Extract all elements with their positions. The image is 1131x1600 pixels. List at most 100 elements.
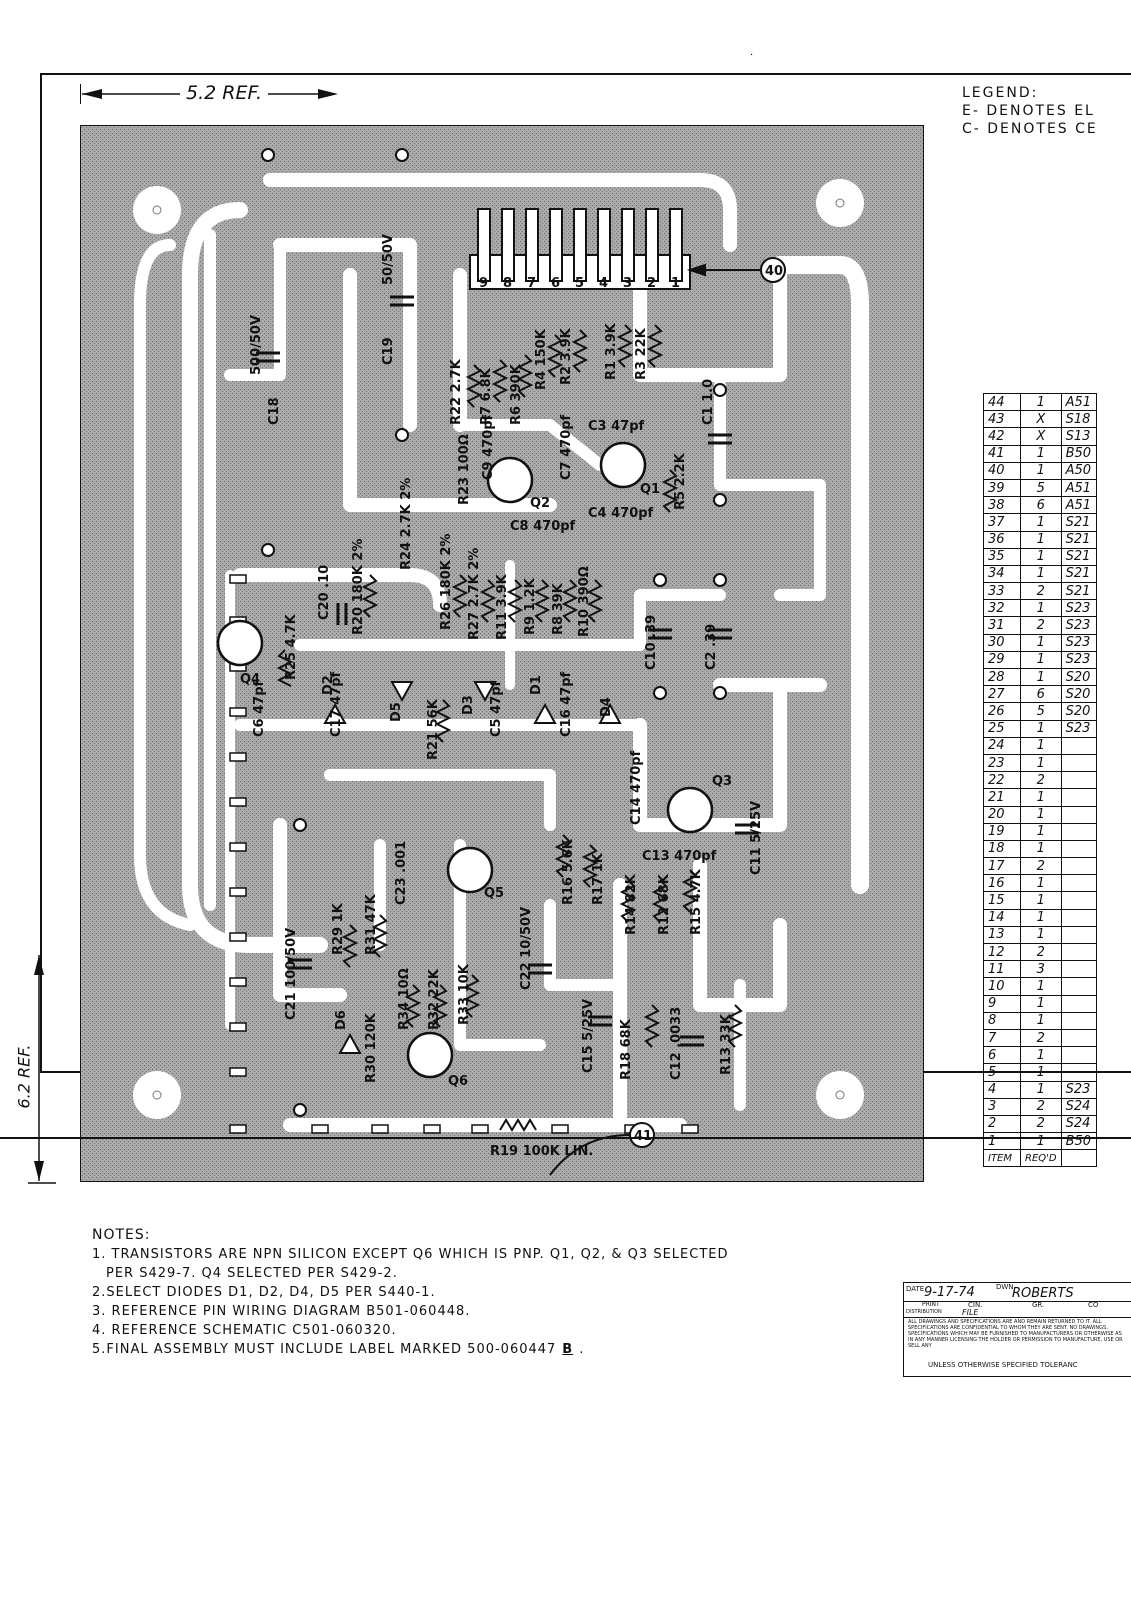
- bom-item-number: 20: [983, 805, 1021, 824]
- bom-item-number: 13: [983, 925, 1021, 945]
- diode-d5: [390, 681, 414, 703]
- bom-part-number: S23: [1060, 1080, 1097, 1099]
- bom-part-number: [1060, 1011, 1097, 1030]
- bom-part-number: S24: [1060, 1097, 1097, 1116]
- bom-part-number: S21: [1060, 530, 1097, 549]
- connector-pin-8: 8: [503, 276, 512, 291]
- bom-quantity: 1: [1020, 461, 1062, 480]
- bom-part-number: [1060, 822, 1097, 841]
- label-c13: C13 470pf: [642, 849, 717, 864]
- label-r19: R19 100K LIN.: [490, 1144, 593, 1159]
- diode-d3: [473, 681, 497, 703]
- drawn-label: DWN.: [996, 1283, 1016, 1291]
- bom-part-number: A51: [1060, 496, 1097, 515]
- drawn-by: ROBERTS: [1012, 1286, 1074, 1301]
- bom-part-number: S21: [1060, 547, 1097, 566]
- bom-part-number: [1060, 1028, 1097, 1048]
- label-r26: R26 180K 2%: [439, 534, 454, 630]
- diode-d4: [598, 702, 622, 724]
- note-4: 4. REFERENCE SCHEMATIC C501-060320.: [92, 1323, 397, 1338]
- transistor-q6: [406, 1031, 454, 1079]
- label-r10: R10 390Ω: [577, 566, 592, 637]
- bom-item-number: 11: [983, 960, 1021, 979]
- bom-quantity: 1: [1020, 788, 1062, 807]
- bom-quantity: 1: [1020, 1011, 1062, 1030]
- lead-holes: [261, 148, 727, 1117]
- page-bottom-rule: [0, 1137, 1131, 1139]
- bom-quantity: 1: [1020, 444, 1062, 463]
- label-r23: R23 100Ω: [457, 434, 472, 505]
- connector-pin-1: 1: [671, 276, 680, 291]
- bom-quantity: 5: [1020, 702, 1062, 721]
- bom-item-number: 7: [983, 1028, 1021, 1048]
- diode-d1: [533, 702, 557, 724]
- label-r14: R14 82K: [624, 873, 639, 935]
- callout-40: 40: [765, 264, 783, 279]
- bom-part-number: [1060, 891, 1097, 910]
- label-r9: R9 1.2K: [523, 577, 538, 635]
- bom-quantity: 6: [1020, 496, 1062, 515]
- bom-quantity: 1: [1020, 650, 1062, 670]
- date-value: 9-17-74: [924, 1285, 975, 1300]
- bom-quantity: 1: [1020, 805, 1062, 824]
- title-block: DATE 9-17-74 DWN. ROBERTS PRINT DISTRIBU…: [903, 1282, 1131, 1377]
- resistor-symbols: [276, 324, 744, 1132]
- mounting-hole: [816, 179, 864, 227]
- bom-quantity: 1: [1020, 977, 1062, 996]
- circuit-board: 9 8 7 6 5 4 3 2 1 40 41: [79, 124, 925, 1186]
- diode-symbols: [323, 681, 622, 1054]
- bom-quantity: 1: [1020, 392, 1062, 412]
- bom-quantity: 1: [1020, 736, 1062, 755]
- bom-item-number: 32: [983, 599, 1021, 618]
- bom-part-number: S21: [1060, 513, 1097, 532]
- transistor-q4: [216, 619, 264, 667]
- label-r6: R6 390K: [509, 363, 524, 425]
- connector: [469, 208, 786, 1176]
- label-r15: R15 4.7K: [689, 868, 704, 935]
- label-c1: C1 1.0: [701, 379, 716, 425]
- label-c11: C11 5/25V: [749, 801, 764, 875]
- bom-item-number: 10: [983, 977, 1021, 996]
- bom-part-number: S13: [1060, 427, 1097, 446]
- bom-quantity: 1: [1020, 530, 1062, 549]
- bom-part-number: S20: [1060, 685, 1097, 704]
- label-r3: R3 22K: [634, 327, 649, 380]
- bom-item-number: 28: [983, 667, 1021, 687]
- rights-note: ALL DRAWINGS AND SPECIFICATIONS ARE AND …: [908, 1319, 1123, 1349]
- label-r5: R5 2.2K: [673, 452, 688, 510]
- bom-item-number: 16: [983, 874, 1021, 893]
- bom-part-number: [1060, 857, 1097, 876]
- bom-item-number: 18: [983, 839, 1021, 859]
- bom-quantity: 5: [1020, 478, 1062, 498]
- bom-part-number: S20: [1060, 702, 1097, 721]
- notes: NOTES: 1. TRANSISTORS ARE NPN SILICON EX…: [92, 1226, 728, 1359]
- bom-item-number: 38: [983, 496, 1021, 515]
- bom-part-number: S20: [1060, 667, 1097, 687]
- label-r32: R32 22K: [427, 968, 442, 1030]
- bom-item-number: 26: [983, 702, 1021, 721]
- bom-quantity: 2: [1020, 1097, 1062, 1116]
- label-c19: C19: [381, 337, 396, 365]
- bom-part-number: [1060, 925, 1097, 945]
